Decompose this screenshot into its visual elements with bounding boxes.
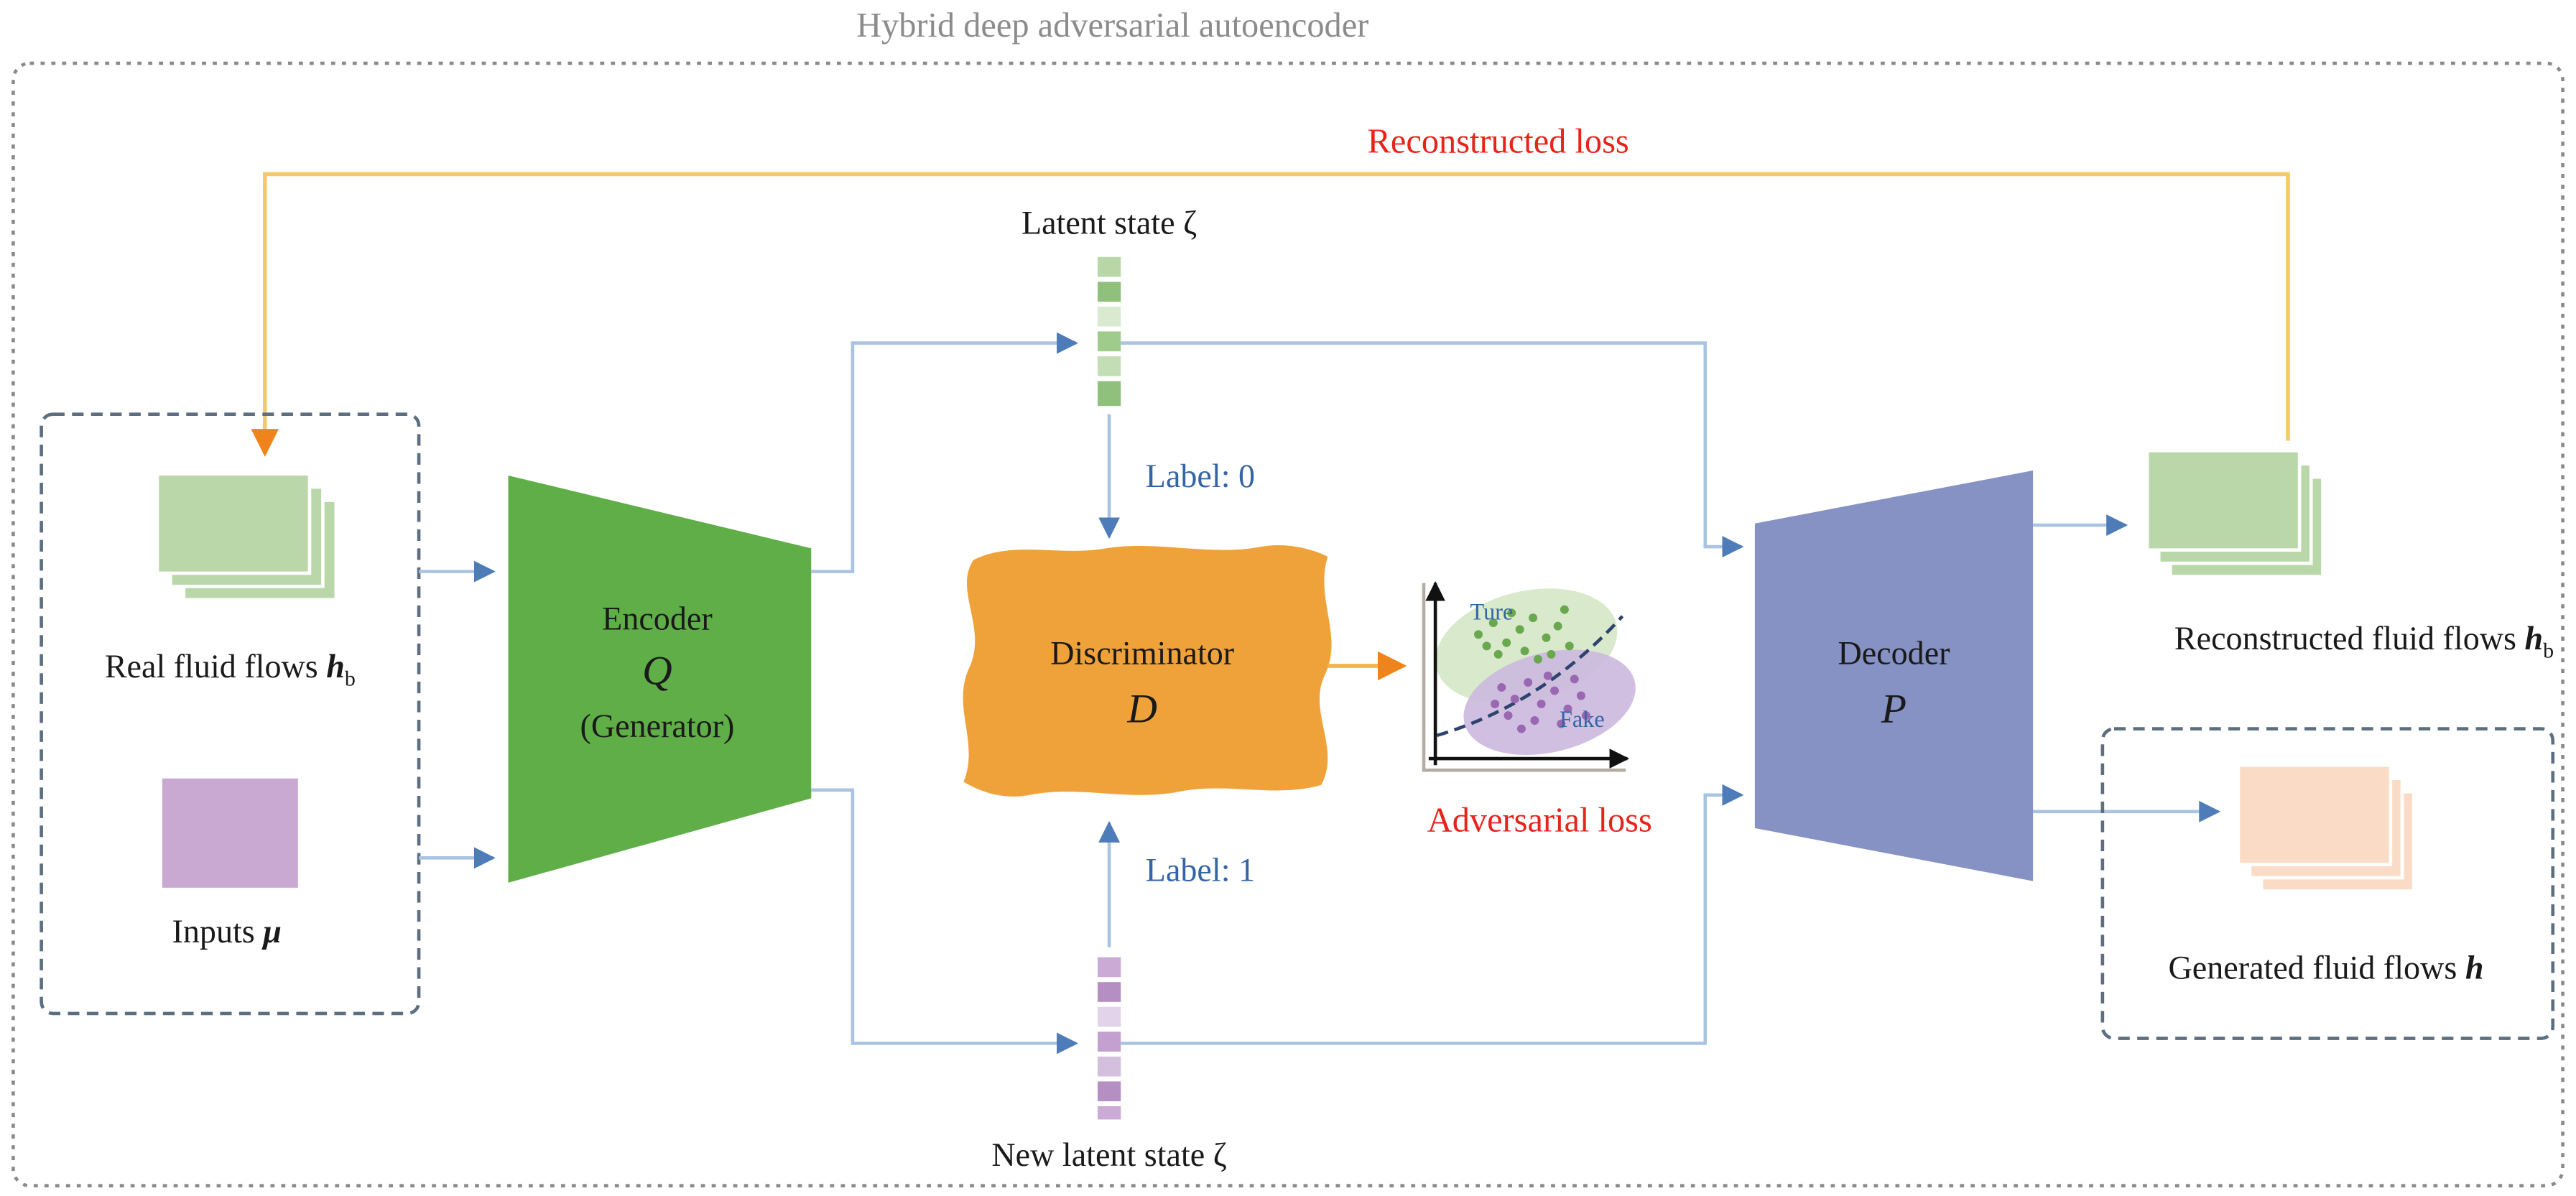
label1-text: Label: 1 bbox=[1146, 852, 1255, 889]
scatter-point bbox=[1491, 700, 1500, 708]
scatter-point bbox=[1547, 649, 1556, 659]
scatter-point bbox=[1557, 719, 1566, 728]
fake-label: Fake bbox=[1560, 706, 1605, 732]
scatter-point bbox=[1488, 618, 1498, 628]
new-latent-state-label: New latent state ζ bbox=[991, 1136, 1226, 1173]
scatter-point bbox=[1530, 716, 1539, 726]
stack-layer bbox=[2236, 763, 2393, 866]
encoder-shape bbox=[508, 475, 812, 883]
scatter-point bbox=[1474, 630, 1483, 639]
discriminator-label: Discriminator bbox=[1050, 635, 1234, 672]
discriminator-shape bbox=[963, 544, 1332, 797]
connector-newlatent-to-decoder bbox=[1121, 784, 1744, 1045]
scatter-point bbox=[1563, 704, 1572, 713]
scatter-point bbox=[1542, 633, 1551, 642]
adversarial-plot: Ture Fake bbox=[1422, 580, 1636, 772]
encoder-symbol: Q bbox=[642, 648, 672, 693]
discriminator-symbol: D bbox=[1126, 686, 1157, 731]
scatter-point bbox=[1553, 621, 1562, 631]
scatter-point bbox=[1524, 678, 1533, 687]
decoder-label: Decoder bbox=[1838, 635, 1950, 672]
scatter-point bbox=[1502, 638, 1511, 647]
real-fluid-flows-label: Real fluid flows hb bbox=[105, 648, 356, 691]
adversarial-loss-label: Adversarial loss bbox=[1427, 801, 1652, 839]
decision-boundary bbox=[1436, 615, 1624, 737]
generated-flows-label: Generated fluid flows h bbox=[2169, 950, 2484, 986]
fake-class-points bbox=[1491, 671, 1590, 733]
scatter-point bbox=[1560, 605, 1569, 614]
scatter-point bbox=[1537, 700, 1546, 708]
inputs-rect bbox=[162, 778, 298, 888]
encoder-label: Encoder bbox=[602, 600, 713, 636]
stack-layer bbox=[155, 472, 312, 575]
new-latent-state-bar bbox=[1097, 957, 1121, 1120]
scatter-point bbox=[1581, 711, 1590, 720]
inputs-label: Inputs μ bbox=[172, 913, 282, 950]
scatter-point bbox=[1543, 671, 1552, 680]
connector-encoder-to-newlatent bbox=[811, 788, 1079, 1054]
scatter-point bbox=[1576, 691, 1585, 700]
scatter-point bbox=[1497, 682, 1506, 692]
encoder-alias-label: (Generator) bbox=[580, 708, 734, 744]
scatter-point bbox=[1504, 711, 1513, 720]
scatter-point bbox=[1515, 625, 1524, 634]
generated-flows-stack bbox=[2236, 763, 2416, 893]
true-class-points bbox=[1474, 605, 1574, 664]
label0-text: Label: 0 bbox=[1146, 458, 1255, 494]
scatter-point bbox=[1565, 641, 1574, 651]
scatter-point bbox=[1507, 608, 1516, 618]
inputs-group-box bbox=[40, 412, 421, 1016]
scatter-point bbox=[1529, 613, 1538, 623]
scatter-point bbox=[1516, 724, 1526, 733]
plot-axis-shadow bbox=[1422, 583, 1626, 772]
scatter-point bbox=[1493, 649, 1503, 659]
scatter-point bbox=[1534, 654, 1542, 664]
decoder-shape bbox=[1754, 470, 2034, 881]
connector-encoder-to-latent bbox=[811, 332, 1079, 573]
reconstruction-loss-line bbox=[251, 172, 2290, 457]
reconstructed-loss-label: Reconstructed loss bbox=[1368, 123, 1629, 161]
reconstructed-flows-label: Reconstructed fluid flows hb bbox=[2174, 620, 2554, 663]
connector-latent-to-decoder bbox=[1121, 341, 1744, 558]
scatter-point bbox=[1570, 675, 1579, 684]
decoder-symbol: P bbox=[1881, 686, 1906, 731]
fake-class-ellipse bbox=[1463, 649, 1636, 755]
stack-layer bbox=[2145, 449, 2302, 552]
scatter-point bbox=[1510, 695, 1519, 704]
true-label: Ture bbox=[1470, 598, 1514, 624]
latent-state-bar bbox=[1097, 256, 1121, 407]
reconstructed-flows-stack bbox=[2145, 449, 2325, 578]
scatter-point bbox=[1550, 686, 1560, 695]
latent-state-label: Latent state ζ bbox=[1021, 204, 1197, 241]
scatter-point bbox=[1520, 646, 1529, 656]
real-fluid-flows-stack bbox=[155, 472, 338, 602]
generated-group-box bbox=[2100, 727, 2555, 1040]
diagram-title: Hybrid deep adversarial autoencoder bbox=[856, 6, 1368, 45]
scatter-point bbox=[1482, 641, 1491, 651]
